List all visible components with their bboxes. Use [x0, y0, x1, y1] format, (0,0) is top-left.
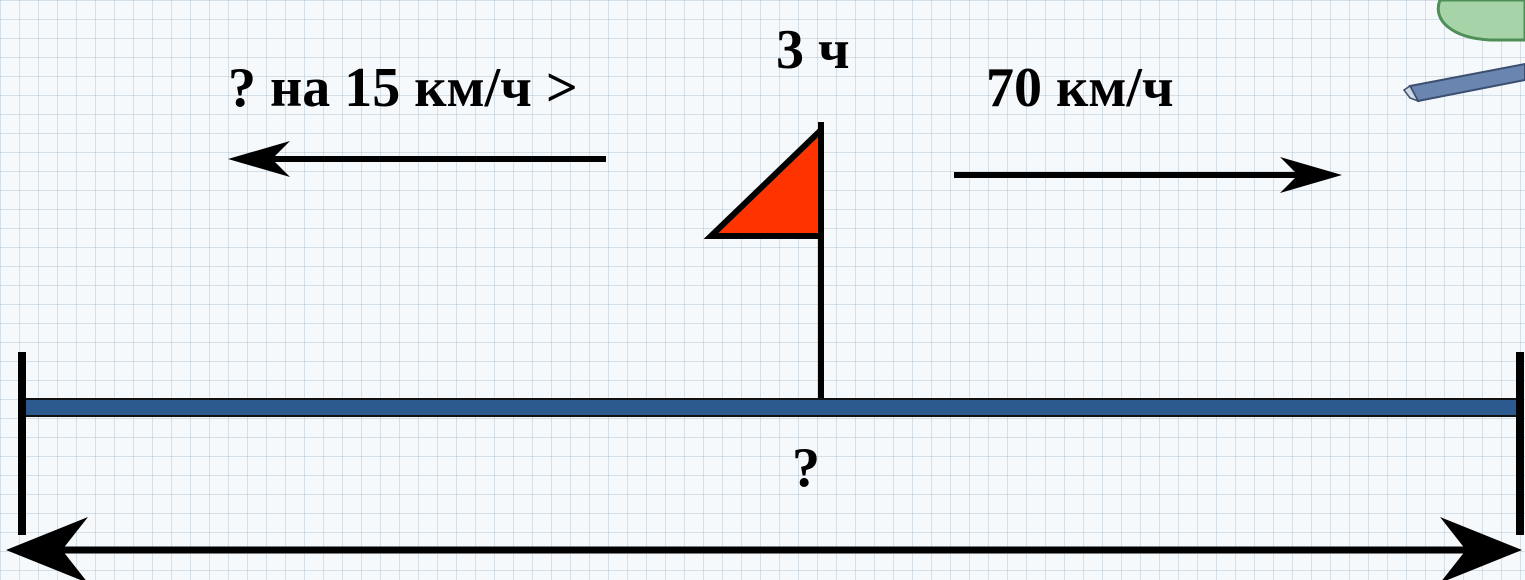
left-direction-arrow	[228, 141, 606, 177]
left-speed-label: ? на 15 км/ч >	[228, 57, 578, 119]
time-label: 3 ч	[776, 19, 850, 81]
road-segment	[18, 352, 1524, 535]
right-direction-arrow	[954, 157, 1342, 193]
ruler-icon	[1402, 0, 1525, 103]
total-distance-arrow	[6, 517, 1522, 580]
total-distance-label: ?	[792, 437, 820, 499]
right-speed-label: 70 км/ч	[986, 57, 1174, 119]
start-flag-icon	[703, 122, 824, 402]
